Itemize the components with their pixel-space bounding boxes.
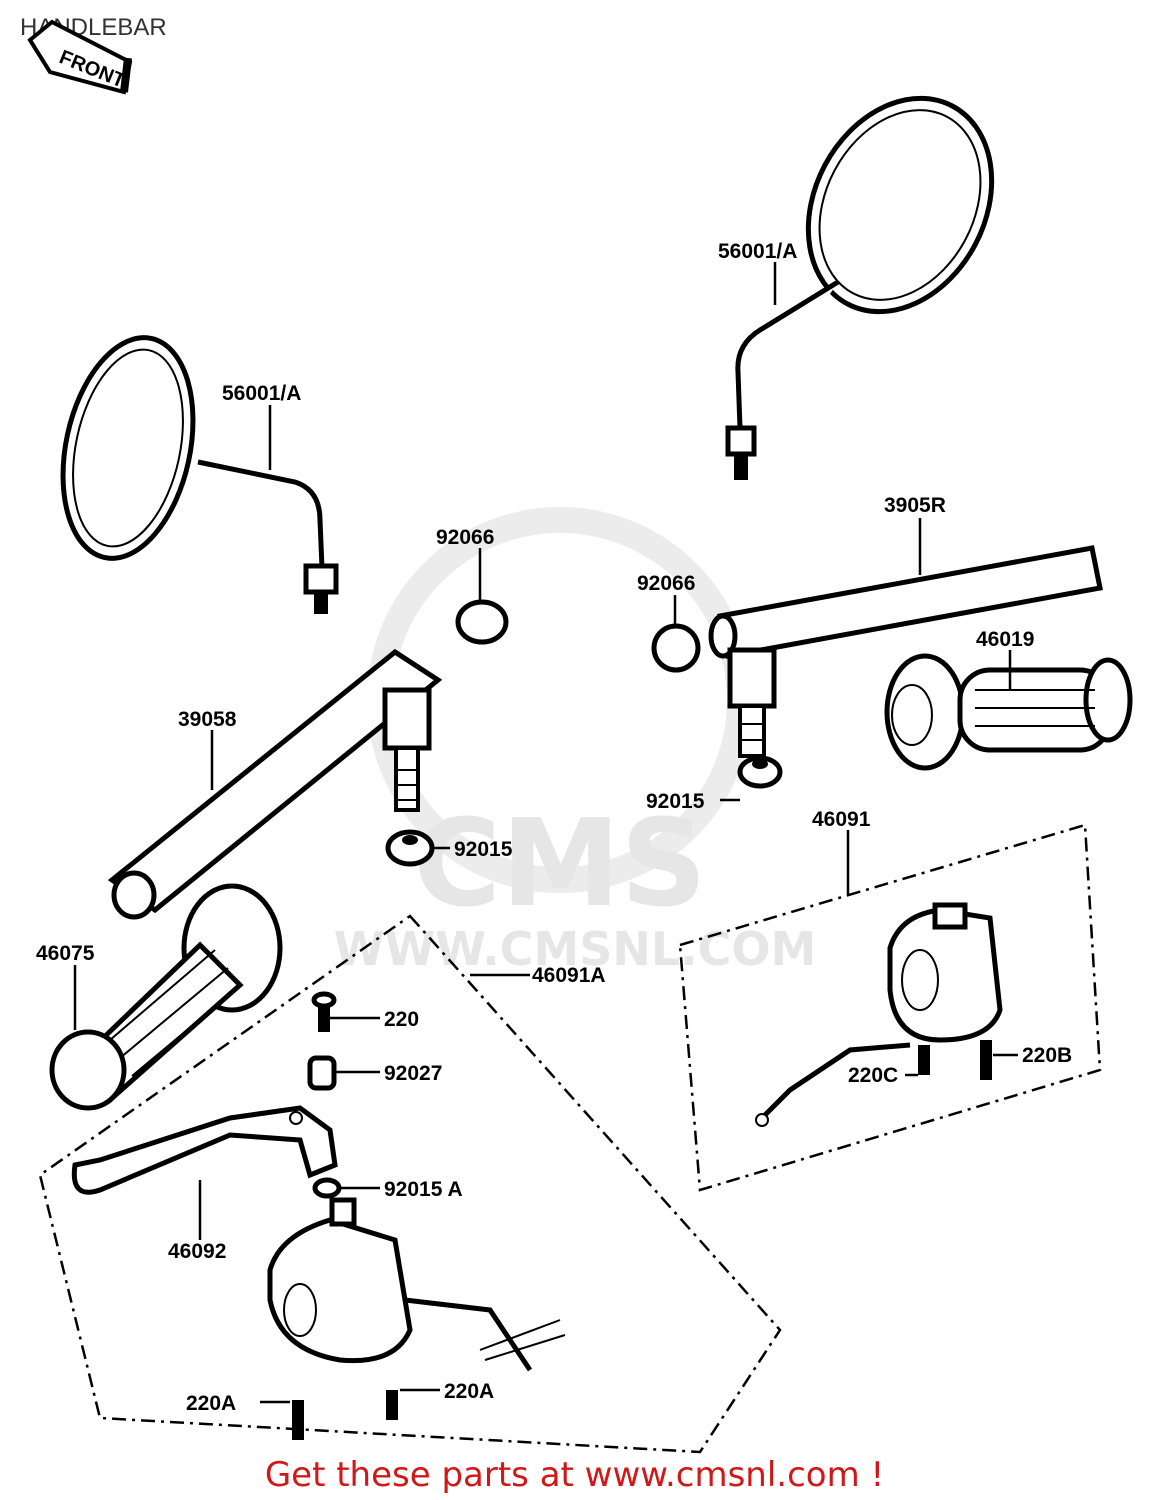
label-mirror-left: 56001/A — [222, 382, 301, 405]
label-cap-left: 92066 — [436, 526, 494, 549]
label-screw-220a-right: 220A — [444, 1380, 494, 1403]
end-cap-right — [651, 623, 701, 673]
label-cap-right: 92066 — [637, 572, 695, 595]
label-grip-right: 46019 — [976, 628, 1034, 651]
switch-right-enclosure — [678, 823, 1102, 1192]
label-switch-right: 46091 — [812, 808, 871, 831]
mirror-left — [60, 335, 339, 614]
switch-left — [267, 1197, 566, 1440]
nut-left — [385, 829, 435, 867]
label-screw-220a-left: 220A — [186, 1392, 236, 1415]
handlebar-right — [708, 545, 1103, 758]
label-screw-220c: 220C — [848, 1064, 898, 1087]
mirror-right — [725, 95, 995, 480]
label-collar: 92027 — [384, 1062, 442, 1085]
nut-right — [737, 755, 783, 789]
screw-220 — [311, 991, 337, 1032]
label-washer: 92015 A — [384, 1178, 463, 1201]
label-lever: 46092 — [168, 1240, 226, 1263]
label-screw-220b: 220B — [1022, 1044, 1072, 1067]
label-nut-left: 92015 — [454, 838, 513, 861]
label-handlebar-left: 39058 — [178, 708, 237, 731]
label-grip-left: 46075 — [36, 942, 95, 965]
switch-left-enclosure — [38, 914, 782, 1454]
label-handlebar-right: 3905R — [884, 494, 946, 517]
footer-link-text[interactable]: Get these parts at www.cmsnl.com ! — [264, 1455, 885, 1495]
watermark-logo: CMS — [413, 795, 707, 934]
washer-92015a — [312, 1177, 342, 1199]
handlebar-left — [107, 648, 443, 920]
label-switch-left-assembly: 46091A — [532, 964, 606, 987]
grip-left — [49, 883, 283, 1111]
label-screw-220: 220 — [384, 1008, 419, 1031]
switch-right — [755, 902, 1003, 1127]
grip-right — [884, 653, 1133, 771]
lever-46092 — [71, 1105, 338, 1195]
label-nut-right: 92015 — [646, 790, 705, 813]
end-cap-left — [455, 599, 509, 645]
collar-92027 — [307, 1055, 337, 1091]
watermark-url: WWW.CMSNL.COM — [334, 922, 817, 976]
label-mirror-right: 56001/A — [718, 240, 797, 263]
front-arrow-icon: FRONT — [27, 19, 133, 95]
leader-lines — [73, 262, 1018, 1404]
